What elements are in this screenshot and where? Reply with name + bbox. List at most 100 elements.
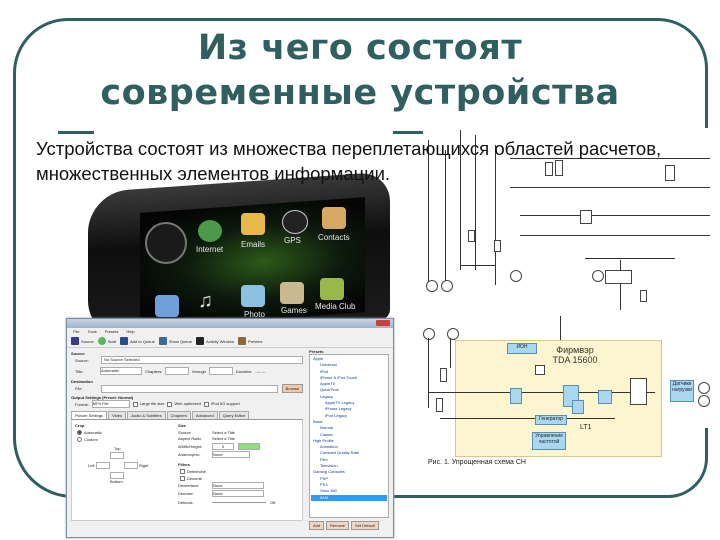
chip-label: Фирмвэр TDA 15600 [530, 345, 620, 365]
set-default-button[interactable]: Set Default [351, 521, 379, 530]
preset-item[interactable]: Classic [320, 431, 333, 437]
preset-group-apple[interactable]: Apple [313, 356, 324, 361]
file-label: File: [75, 386, 83, 391]
show-queue-label: Show Queue [168, 338, 192, 344]
preset-group-gaming[interactable]: Gaming Consoles [313, 469, 345, 475]
preset-item[interactable]: iPhone Legacy [325, 406, 352, 412]
aspect-ratio-value: Select a Title [212, 436, 235, 441]
crop-automatic-radio[interactable]: Automatic [77, 430, 102, 436]
preset-item[interactable]: QuickTime [320, 387, 339, 393]
close-button[interactable] [376, 320, 390, 326]
preset-group-high-profile[interactable]: High Profile [313, 437, 334, 443]
menu-tools[interactable]: Tools [87, 329, 97, 334]
tab-chapters[interactable]: Chapters [166, 411, 191, 419]
play-icon [97, 337, 106, 345]
tab-video[interactable]: Video [108, 411, 127, 419]
browse-button[interactable]: Browse [281, 384, 303, 393]
media-club-label: Media Club [315, 302, 356, 311]
decomb-checkbox[interactable]: Decomb [180, 476, 202, 482]
preset-item[interactable]: Xbox 360 [320, 488, 337, 494]
preset-item[interactable]: Constant Quality Rate [320, 450, 360, 456]
menu-presets[interactable]: Presets [104, 329, 119, 334]
height-input[interactable] [238, 443, 260, 450]
main-panel: Source Source: No Source Selected Title:… [71, 349, 303, 531]
window-titlebar[interactable] [67, 319, 393, 328]
preview-label: Preview [247, 338, 263, 344]
chapter-start-select[interactable] [165, 367, 190, 375]
preset-item[interactable]: PSP [320, 475, 329, 481]
anamorphic-select[interactable]: None [212, 451, 250, 458]
gps-label: GPS [284, 236, 301, 245]
preset-item-selected[interactable]: W.M. [311, 494, 387, 501]
preset-item[interactable]: PS3 [320, 481, 328, 487]
source-button[interactable]: Source [71, 337, 94, 345]
width-input[interactable]: 0 [212, 443, 234, 450]
width-height-label: Width/Height: [178, 444, 203, 449]
chip-label-line1: Фирмвэр [556, 345, 594, 355]
title-select[interactable]: Automatic [100, 367, 142, 375]
add-to-queue-button[interactable]: Add to Queue [120, 337, 155, 345]
preset-item[interactable]: AppleTV [320, 381, 336, 387]
presets-label: Presets [309, 349, 324, 354]
large-file-checkbox[interactable]: Large file size [132, 401, 164, 407]
photo-label: Photo [244, 310, 265, 319]
deinterlace-select[interactable]: None [212, 482, 264, 489]
preset-item[interactable]: iPod [320, 368, 329, 374]
box-gate-4 [572, 400, 584, 414]
frame-gap [700, 128, 714, 428]
crop-section-label: Crop [75, 423, 85, 428]
add-preset-button[interactable]: Add [309, 521, 325, 530]
crop-right-input[interactable] [124, 462, 138, 469]
crop-bottom-label: Bottom [110, 479, 123, 484]
tab-advanced[interactable]: Advanced [191, 411, 218, 419]
ipod-support-checkbox[interactable]: iPod 5G support [203, 401, 240, 407]
start-button[interactable]: Start [97, 337, 116, 345]
menu-help[interactable]: Help [126, 329, 135, 334]
presets-tree: Apple Universal iPod iPhone & iPod Touch… [309, 354, 389, 518]
preset-item[interactable]: Normal [320, 425, 333, 431]
crop-top-label: Top [114, 446, 121, 451]
photo-icon [241, 285, 265, 307]
size-section-label: Size [178, 423, 187, 428]
output-section-label: Output Settings (Preset: Normal) [71, 395, 134, 400]
activity-window-button[interactable]: Activity Window [195, 337, 234, 345]
crop-custom-radio[interactable]: Custom [77, 437, 98, 443]
slide-body-text: Устройства состоят из множества переплет… [36, 138, 662, 184]
preset-item[interactable]: iPhone & iPod Touch [320, 374, 358, 380]
tab-query-editor[interactable]: Query Editor [218, 411, 250, 419]
preset-item[interactable]: Animation [320, 444, 338, 450]
show-queue-button[interactable]: Show Queue [158, 337, 192, 345]
tab-audio-subtitles[interactable]: Audio & Subtitles [127, 411, 166, 419]
anamorphic-label: Anamorphic: [178, 452, 201, 457]
duration-label: Duration: [235, 368, 253, 374]
preset-item[interactable]: AppleTV Legacy [325, 400, 355, 406]
chapter-end-select[interactable] [208, 367, 233, 375]
destination-file-input[interactable] [101, 384, 278, 393]
box-ion: ИОН [507, 343, 537, 354]
menu-file[interactable]: File [73, 329, 80, 334]
web-optimized-checkbox[interactable]: Web optimized [167, 401, 201, 407]
preset-item[interactable]: Film [320, 456, 328, 462]
preset-group-basic[interactable]: Basic [313, 418, 323, 424]
contacts-icon [322, 207, 346, 229]
deblock-slider[interactable] [212, 502, 266, 503]
detelecine-checkbox[interactable]: Detelecine [180, 469, 206, 475]
preview-button[interactable]: Preview [237, 337, 263, 345]
preset-item[interactable]: iPod Legacy [325, 412, 348, 418]
accent-bar-left [58, 131, 94, 134]
decomb-label: Decomb [187, 476, 202, 481]
filters-section-label: Filters [178, 462, 191, 467]
crop-left-input[interactable] [96, 462, 110, 469]
box-freq-control: Управление частотой [532, 432, 566, 450]
crop-top-input[interactable] [110, 452, 124, 459]
remove-preset-button[interactable]: Remove [326, 521, 350, 530]
denoise-select[interactable]: None [212, 490, 264, 497]
contacts-label: Contacts [318, 233, 350, 242]
deblock-value: Off [270, 500, 276, 505]
tab-picture-settings[interactable]: Picture Settings [71, 411, 108, 419]
preset-item[interactable]: Television [320, 463, 338, 469]
format-select[interactable]: MP4 File [91, 400, 130, 408]
preset-group-legacy[interactable]: Legacy [320, 393, 333, 399]
preset-item[interactable]: Universal [320, 362, 337, 368]
crop-bottom-input[interactable] [110, 472, 124, 479]
